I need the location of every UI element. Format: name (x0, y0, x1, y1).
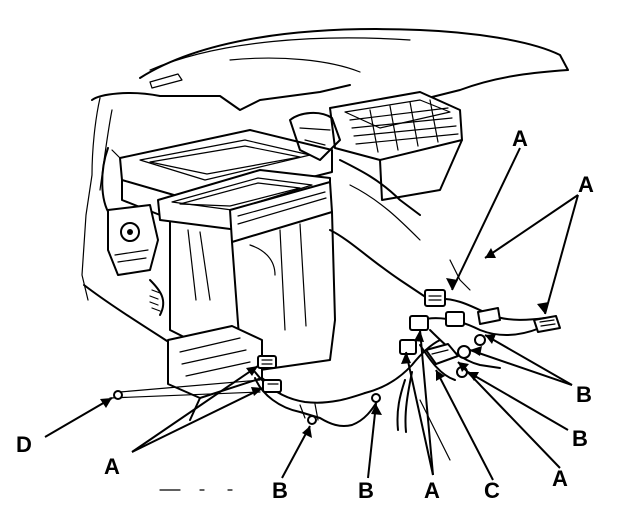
left-actuator (107, 204, 165, 316)
callout-c: C (484, 478, 500, 503)
callout-labels: A A B B A C A B B A D (16, 126, 594, 503)
blower-assembly (289, 91, 463, 301)
floor-duct (167, 325, 281, 421)
leader-lines (44, 147, 579, 481)
heater-unit-body (157, 169, 336, 371)
lower-left-connectors (113, 355, 282, 400)
callout-b-bottom-left: B (272, 478, 288, 503)
callout-a-top-right: A (578, 172, 594, 197)
callout-a-bottom-left: A (104, 454, 120, 479)
callout-b-right: B (576, 382, 592, 407)
callout-a-top: A (512, 126, 528, 151)
callout-b-right-lower: B (572, 426, 588, 451)
callout-a-bottom-center: A (424, 478, 440, 503)
arrowheads (100, 248, 549, 438)
floor-detail (159, 399, 451, 491)
dashboard-outline (81, 28, 569, 376)
callout-d: D (16, 432, 32, 457)
right-harness-bundle (399, 259, 561, 381)
callout-b-bottom-center: B (358, 478, 374, 503)
callout-a-right-lower: A (552, 466, 568, 491)
